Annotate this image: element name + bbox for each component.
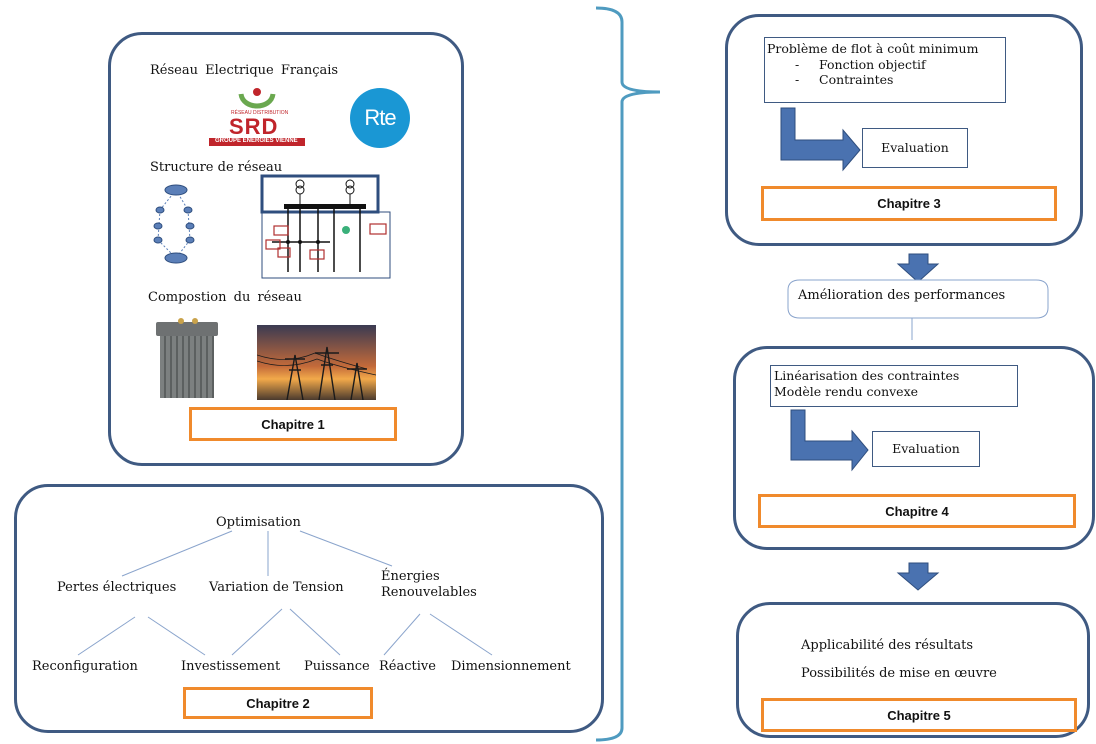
transformer-image [152,318,222,400]
srd-tagline-bar [209,138,305,146]
rte-logo: Rte [350,88,410,148]
problem-box: Problème de flot à coût minimum - Fonctio… [764,37,1006,103]
problem-item-1: - Fonction objectif [767,57,1003,73]
tree-leaf-reconfiguration: Reconfiguration [32,659,138,674]
chapter3-evaluation: Evaluation [881,140,949,156]
pylons-silhouette [257,346,376,400]
composition-label: Compostion du réseau [148,290,302,305]
linearisation-line-2: Modèle rendu convexe [774,383,919,399]
chapter3-label: Chapitre 3 [877,196,941,211]
chapter4-label: Chapitre 4 [885,503,949,519]
chapter1-label: Chapitre 1 [261,416,325,432]
chapter3-box: Chapitre 3 [761,186,1057,221]
item-text: Fonction objectif [819,56,926,72]
linearisation-box: Linéarisation des contraintes Modèle ren… [770,365,1018,407]
tree-branch-pertes: Pertes électriques [57,580,177,595]
tree-leaf-puissance: Puissance [304,659,370,674]
tree-leaf-dimensionnement: Dimensionnement [451,659,571,674]
tree-branch-energies: Énergies Renouvelables [381,569,477,600]
improvement-text: Amélioration des performances [798,288,1006,303]
chapter1-title: Réseau Electrique Français [150,63,339,78]
power-lines-image [257,325,376,400]
srd-logo-mark [238,88,276,109]
chapter5-box: Chapitre 5 [761,698,1077,732]
chapter3-evaluation-box: Evaluation [862,128,968,168]
chapter2-box: Chapitre 2 [183,687,373,719]
chapter5-line-1: Applicabilité des résultats [801,638,974,653]
chapter2-label: Chapitre 2 [246,695,310,711]
chapter4-box: Chapitre 4 [758,494,1076,528]
rte-logo-text: Rte [364,105,396,130]
linearisation-line-1: Linéarisation des contraintes [774,368,960,383]
bullet: - [795,56,800,72]
tree-root-optimisation: Optimisation [216,515,301,530]
structure-label: Structure de réseau [150,160,283,175]
chapter5-label: Chapitre 5 [887,707,951,723]
tree-branch-variation: Variation de Tension [209,580,344,595]
srd-main-text: SRD [229,114,279,139]
bullet: - [795,72,800,88]
problem-item-2: - Contraintes [767,72,1003,88]
chapter4-evaluation: Evaluation [892,441,960,457]
chapter4-evaluation-box: Evaluation [872,431,980,467]
tree-leaf-reactive: Réactive [379,659,436,674]
chapter5-line-2: Possibilités de mise en œuvre [801,666,997,681]
srd-logo: RÉSEAU DISTRIBUTION SRD GROUPE ENERGIES … [207,84,307,148]
chapter1-box: Chapitre 1 [189,407,397,441]
srd-tagline: GROUPE ENERGIES VIENNE [215,138,298,144]
srd-small-text: RÉSEAU DISTRIBUTION [231,110,289,116]
problem-title: Problème de flot à coût minimum [767,41,979,56]
tree-leaf-investissement: Investissement [181,659,281,674]
item-text: Contraintes [819,72,894,88]
